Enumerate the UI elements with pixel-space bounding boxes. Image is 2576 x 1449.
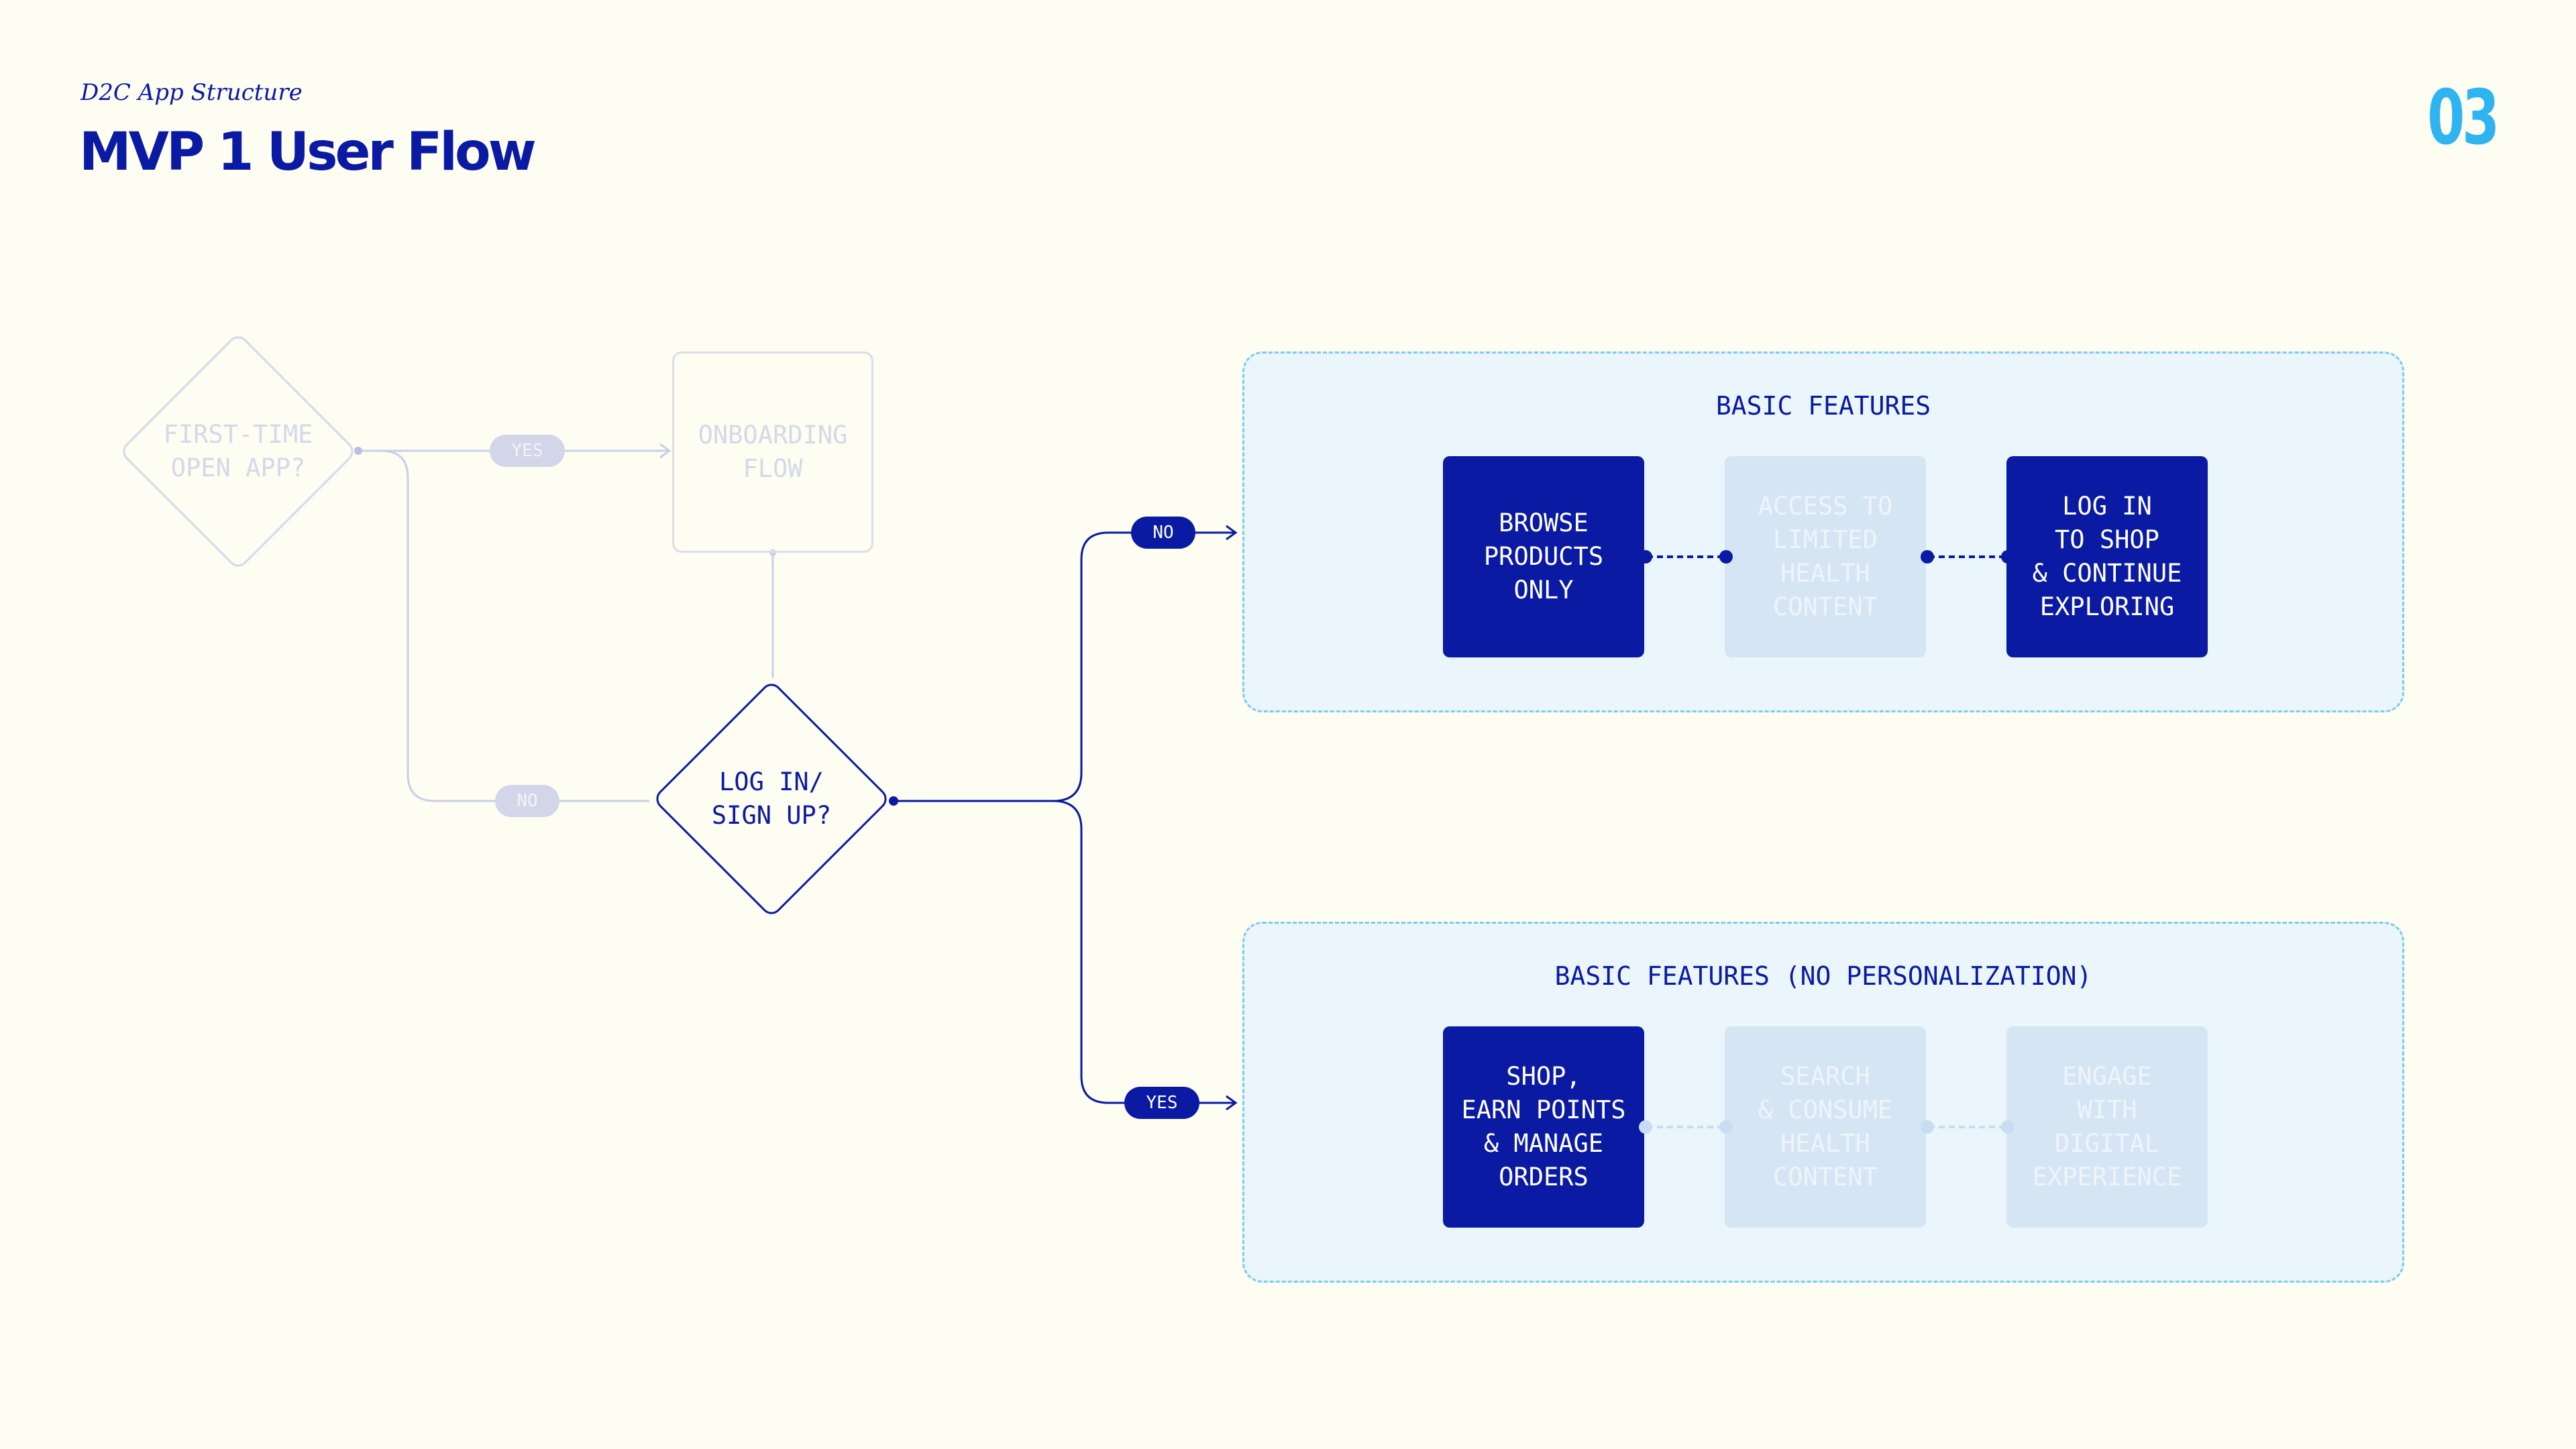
arrowhead-onboarding xyxy=(659,443,672,459)
connector-dot xyxy=(2001,1120,2015,1134)
connector-login-yes xyxy=(1053,800,1234,1104)
edge-label-login-yes: YES xyxy=(1124,1087,1199,1119)
card-shop-earn-points: SHOP, EARN POINTS & MANAGE ORDERS xyxy=(1443,1026,1644,1228)
page-subtitle: D2C App Structure xyxy=(80,79,303,106)
card-limited-health-content: ACCESS TO LIMITED HEALTH CONTENT xyxy=(1725,456,1926,657)
connector-dot xyxy=(1921,1120,1934,1134)
decision-login-label: LOG IN/ SIGN UP? xyxy=(711,767,832,830)
connector-dot xyxy=(2001,550,2015,564)
onboarding-flow-box: ONBOARDING FLOW xyxy=(672,352,873,553)
edge-label-first-time-no: NO xyxy=(495,785,559,817)
connector-dot xyxy=(1719,1120,1733,1134)
card-login-to-shop: LOG IN TO SHOP & CONTINUE EXPLORING xyxy=(2006,456,2208,657)
connector-dot xyxy=(1719,550,1733,564)
connector-login-no xyxy=(894,531,1234,802)
edge-label-login-no: NO xyxy=(1131,517,1195,549)
arrowhead-no-personalization xyxy=(1226,1095,1238,1111)
decision-first-time: FIRST-TIME OPEN APP? xyxy=(118,331,358,572)
group-basic-features: BASIC FEATURES BROWSE PRODUCTS ONLY ACCE… xyxy=(1242,352,2404,712)
group-no-personalization-title: BASIC FEATURES (NO PERSONALIZATION) xyxy=(1554,961,2092,991)
card-browse-products: BROWSE PRODUCTS ONLY xyxy=(1443,456,1644,657)
first-time-exit-dot xyxy=(354,447,362,455)
login-exit-dot xyxy=(889,796,898,806)
connector-dot xyxy=(1639,550,1652,564)
connector-dot xyxy=(1921,550,1934,564)
group-basic-features-title: BASIC FEATURES xyxy=(1715,391,1931,421)
card-digital-experience: ENGAGE WITH DIGITAL EXPERIENCE xyxy=(2006,1026,2208,1228)
arrowhead-basic-features xyxy=(1226,525,1238,541)
group-no-personalization: BASIC FEATURES (NO PERSONALIZATION) SHOP… xyxy=(1242,922,2404,1283)
page-number: 03 xyxy=(2427,74,2500,162)
page-title: MVP 1 User Flow xyxy=(79,122,537,182)
edge-label-first-time-yes: YES xyxy=(490,435,565,467)
card-search-health-content: SEARCH & CONSUME HEALTH CONTENT xyxy=(1725,1026,1926,1228)
connector-first-time-no xyxy=(358,449,649,802)
connector-dot xyxy=(1639,1120,1652,1134)
decision-login-signup: LOG IN/ SIGN UP? xyxy=(651,679,892,919)
decision-first-time-label: FIRST-TIME OPEN APP? xyxy=(163,420,313,482)
